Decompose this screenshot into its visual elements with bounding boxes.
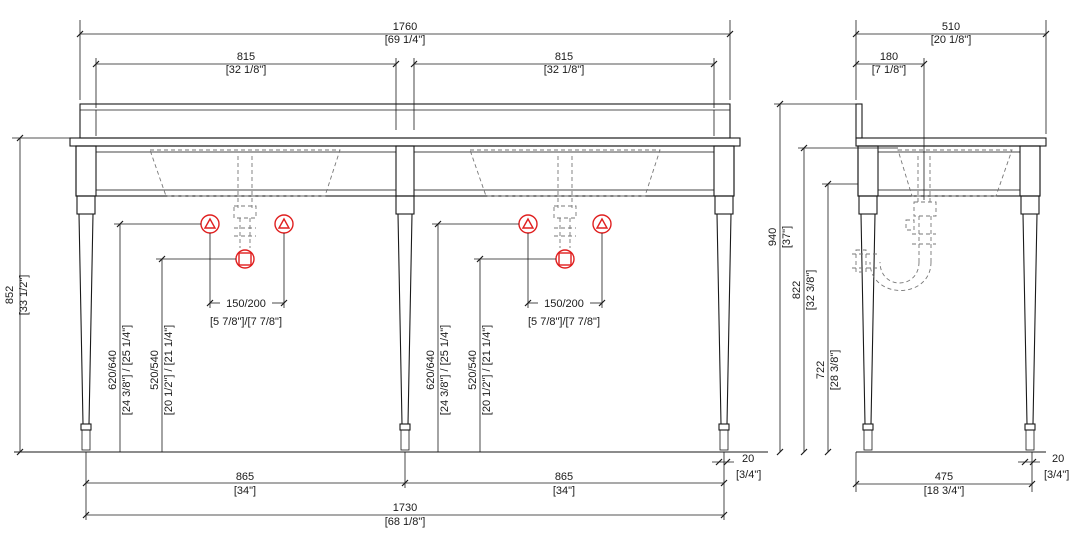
- dim-waste-height-left-in: [20 1/2"] / [21 1/4"]: [163, 325, 175, 415]
- dim-waste-height-left-mm: 520/540: [149, 350, 161, 390]
- dim-supply-height-right-in: [24 3/8"] / [25 1/4"]: [439, 325, 451, 415]
- front-elevation: [14, 103, 768, 453]
- leg-right: [713, 145, 735, 451]
- supply-marker-right-a: [518, 214, 538, 234]
- drain-left: [233, 156, 257, 248]
- dim-height-in: [33 1/2"]: [18, 275, 30, 316]
- dim-leg-foot-side-in: [3/4"]: [1044, 469, 1069, 481]
- side-elevation: [852, 103, 1047, 453]
- dim-side-depth-mm: 510: [942, 21, 960, 33]
- dim-bowl-height-in: [32 3/8"]: [805, 270, 817, 311]
- dim-overall-width-in: [69 1/4"]: [385, 34, 426, 46]
- supply-marker-left-a: [200, 214, 220, 234]
- dim-side-leg-span-mm: 475: [935, 471, 953, 483]
- dim-leg-center-left-mm: 865: [236, 471, 254, 483]
- dim-height-mm: 852: [4, 286, 16, 304]
- dim-basin-right-in: [32 1/8"]: [544, 64, 585, 76]
- waste-marker-right: [555, 249, 575, 269]
- dim-basin-left-mm: 815: [237, 51, 255, 63]
- dim-leg-center-right-in: [34"]: [553, 485, 575, 497]
- dim-waste-height-right-mm: 520/540: [467, 350, 479, 390]
- basin-left-hidden: [149, 149, 341, 197]
- dim-supply-height-right-mm: 620/640: [425, 350, 437, 390]
- dim-supply-height-left-in: [24 3/8"] / [25 1/4"]: [121, 325, 133, 415]
- backsplash: [79, 103, 731, 139]
- dim-leg-foot-front-in: [3/4"]: [736, 469, 761, 481]
- dim-drain-offset-mm: 180: [880, 51, 898, 63]
- leg-left: [75, 145, 97, 451]
- side-leg-back: [857, 145, 879, 451]
- side-countertop: [855, 137, 1047, 147]
- dim-waste-height-right-in: [20 1/2"] / [21 1/4"]: [481, 325, 493, 415]
- dim-backsplash-height-mm: 940: [767, 228, 779, 246]
- countertop: [69, 137, 741, 147]
- side-apron: [857, 145, 1041, 197]
- side-leg-front: [1019, 145, 1041, 451]
- dim-apron-height-in: [28 3/8"]: [829, 350, 841, 391]
- dim-side-depth-in: [20 1/8"]: [931, 34, 972, 46]
- dim-supply-spacing-left-mm: 150/200: [226, 298, 266, 310]
- front-dimensions: 1760 [69 1/4"] 815 [32 1/8"] 815 [32 1/8…: [4, 20, 761, 528]
- dim-backsplash-height-in: [37"]: [781, 226, 793, 248]
- dim-supply-spacing-right-in: [5 7/8"]/[7 7/8"]: [528, 316, 600, 328]
- supply-marker-left-b: [274, 214, 294, 234]
- basin-right-hidden: [469, 149, 661, 197]
- dim-basin-right-mm: 815: [555, 51, 573, 63]
- side-backsplash: [855, 103, 863, 139]
- side-dimensions: 510 [20 1/8"] 180 [7 1/8"] 940 [37"] 822…: [767, 20, 1069, 497]
- dim-leg-foot-front-mm: 20: [742, 453, 754, 465]
- dim-apron-height-mm: 722: [815, 361, 827, 379]
- dim-supply-spacing-left-in: [5 7/8"]/[7 7/8"]: [210, 316, 282, 328]
- dim-leg-center-right-mm: 865: [555, 471, 573, 483]
- dim-supply-spacing-right-mm: 150/200: [544, 298, 584, 310]
- dim-bowl-height-mm: 822: [791, 281, 803, 299]
- dim-basin-left-in: [32 1/8"]: [226, 64, 267, 76]
- leg-center: [395, 145, 415, 451]
- drain-right: [553, 156, 577, 248]
- dim-supply-height-left-mm: 620/640: [107, 350, 119, 390]
- dim-side-leg-span-in: [18 3/4"]: [924, 485, 965, 497]
- side-basin-hidden: [897, 149, 1013, 197]
- dim-leg-span-in: [68 1/8"]: [385, 516, 426, 528]
- side-p-trap: [852, 156, 937, 291]
- supply-marker-right-b: [592, 214, 612, 234]
- apron: [75, 145, 735, 197]
- dim-leg-foot-side-mm: 20: [1052, 453, 1064, 465]
- dim-leg-center-left-in: [34"]: [234, 485, 256, 497]
- dim-leg-span-mm: 1730: [393, 502, 417, 514]
- dim-overall-width-mm: 1760: [393, 21, 417, 33]
- dim-drain-offset-in: [7 1/8"]: [872, 64, 906, 76]
- waste-marker-left: [235, 249, 255, 269]
